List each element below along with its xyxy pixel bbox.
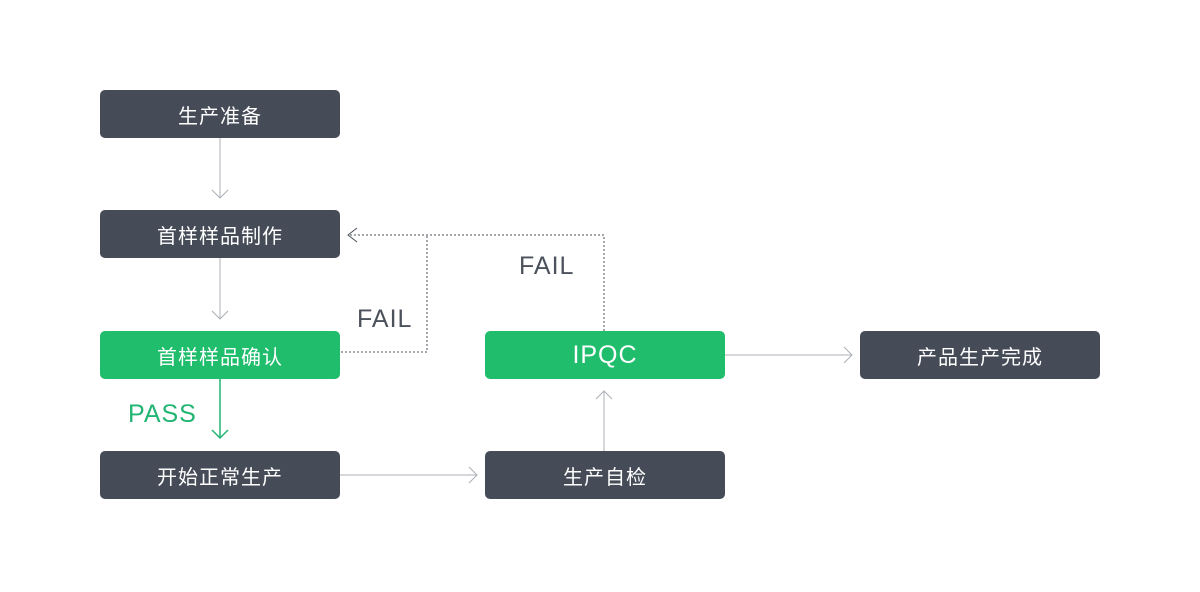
node-product-complete[interactable]: 产品生产完成 <box>860 331 1100 379</box>
node-ipqc-label: IPQC <box>572 340 638 369</box>
arrow-production-to-selfcheck-head <box>468 466 478 484</box>
node-ipqc[interactable]: IPQC <box>485 331 725 379</box>
edge-label-fail-upper: FAIL <box>519 252 575 280</box>
dashed-fail-return-head <box>347 227 358 243</box>
arrow-making-to-confirm-head <box>211 310 229 320</box>
node-production-self-check[interactable]: 生产自检 <box>485 451 725 499</box>
node-start-normal-production-label: 开始正常生产 <box>157 466 283 489</box>
node-production-self-check-label: 生产自检 <box>563 466 647 489</box>
dashed-fail-confirm-path <box>341 235 428 353</box>
arrow-prep-to-sample-making-head <box>211 189 229 199</box>
node-start-normal-production[interactable]: 开始正常生产 <box>100 451 340 499</box>
node-first-sample-confirm-label: 首样样品确认 <box>157 346 283 369</box>
arrow-ipqc-to-complete-head <box>843 346 853 364</box>
node-product-complete-label: 产品生产完成 <box>917 346 1043 369</box>
node-first-sample-making-label: 首样样品制作 <box>157 225 283 248</box>
edge-label-fail-lower: FAIL <box>357 305 413 333</box>
node-first-sample-making[interactable]: 首样样品制作 <box>100 210 340 258</box>
node-production-prep-label: 生产准备 <box>178 105 262 128</box>
edge-label-pass: PASS <box>128 400 197 428</box>
node-first-sample-confirm[interactable]: 首样样品确认 <box>100 331 340 379</box>
arrow-selfcheck-to-ipqc-head <box>595 390 613 400</box>
arrow-pass-head <box>211 429 229 440</box>
node-production-prep[interactable]: 生产准备 <box>100 90 340 138</box>
